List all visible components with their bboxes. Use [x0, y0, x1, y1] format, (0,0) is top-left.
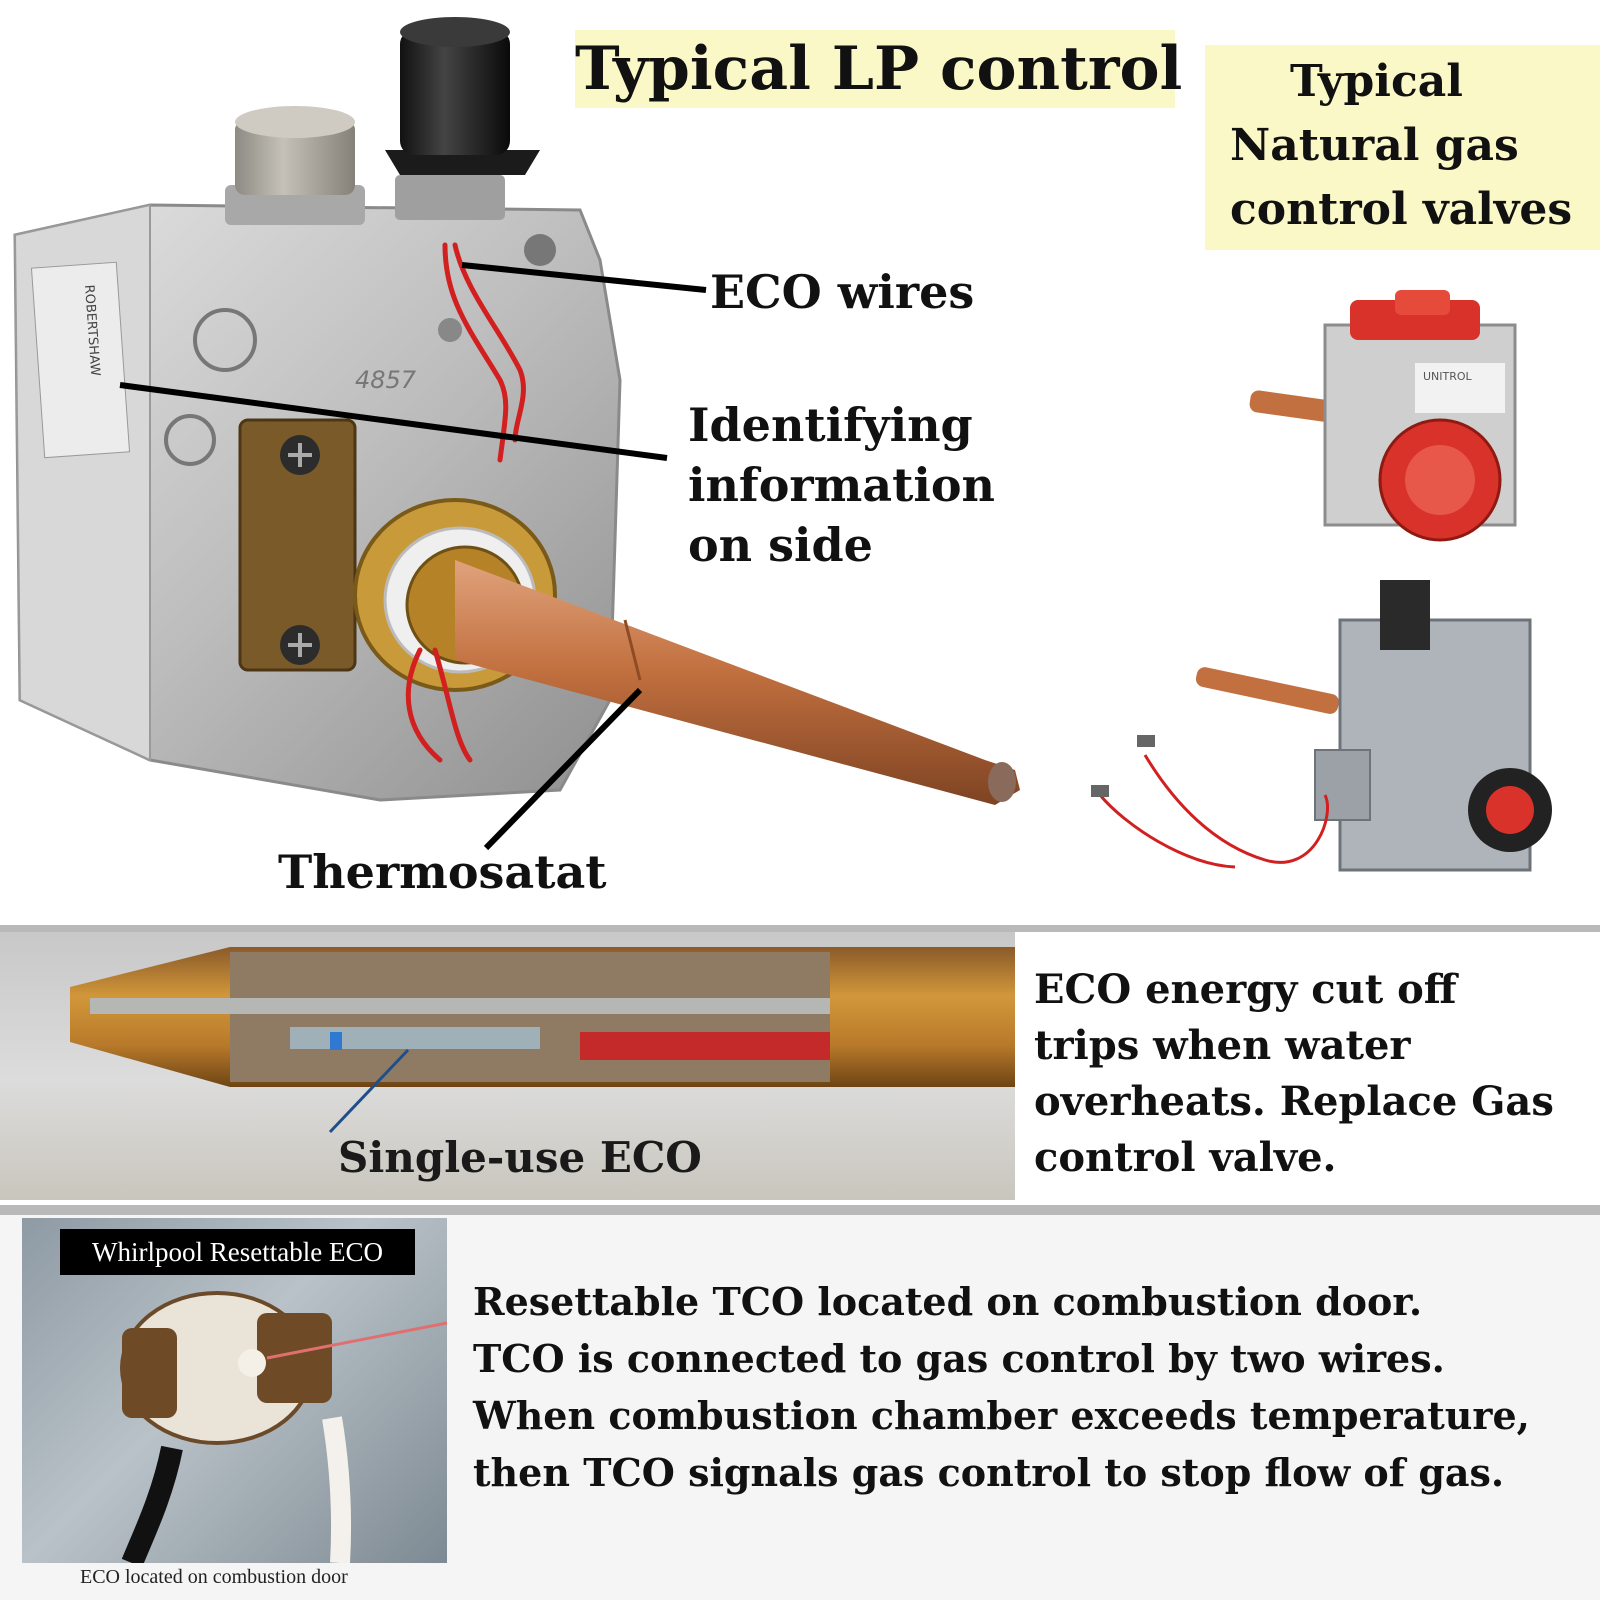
pilot-knob	[385, 17, 540, 220]
thermostat-label: Thermosatat	[278, 845, 607, 899]
identifying-line-2: information	[688, 458, 995, 512]
eco-wires	[405, 242, 526, 763]
robertshaw-brand-text: ROBERTSHAW	[81, 284, 102, 376]
tco-description-line-3: When combustion chamber exceeds temperat…	[473, 1393, 1530, 1438]
tco-description-line-1: Resettable TCO located on combustion doo…	[473, 1279, 1423, 1324]
tco-description-line-4: then TCO signals gas control to stop flo…	[473, 1450, 1505, 1495]
whirlpool-resettable-eco-tag: Whirlpool Resettable ECO	[60, 1229, 415, 1275]
natural-gas-valve-2	[1091, 580, 1552, 872]
single-use-eco-photo	[0, 932, 1015, 1200]
tco-description: Resettable TCO located on combustion doo…	[473, 1273, 1530, 1501]
identifying-line-3: on side	[688, 518, 873, 572]
eco-cutaway-illustration	[70, 947, 1015, 1134]
section-divider-2	[0, 1205, 1600, 1215]
lp-control-valve-illustration: 4857	[13, 17, 1020, 851]
eco-description-line-2: trips when water	[1034, 1022, 1411, 1069]
identifying-line-1: Identifying	[688, 398, 973, 452]
thermostat-probe	[353, 498, 1020, 805]
eco-description-line-4: control valve.	[1034, 1134, 1337, 1181]
section-divider-1	[0, 925, 1600, 932]
identifying-info-label: Identifying information on side	[688, 395, 995, 575]
eco-wires-label: ECO wires	[710, 265, 975, 319]
natural-gas-valve-1: UNITROL	[1249, 290, 1517, 542]
unitrol-brand-text: UNITROL	[1423, 370, 1473, 383]
single-use-eco-label: Single-use ECO	[338, 1133, 702, 1182]
robertshaw-side-label: ROBERTSHAW	[81, 284, 102, 376]
eco-description: ECO energy cut off trips when water over…	[1034, 962, 1554, 1186]
thermostat-bracket	[238, 418, 357, 672]
model-number-text: 4857	[355, 366, 417, 394]
natural-gas-title: Typical Natural gas control valves	[1205, 45, 1600, 250]
leader-lines	[119, 262, 707, 851]
tco-description-line-2: TCO is connected to gas control by two w…	[473, 1336, 1445, 1381]
eco-description-line-1: ECO energy cut off	[1034, 966, 1457, 1013]
natural-gas-title-line-3: control valves	[1230, 184, 1573, 235]
natural-gas-title-line-2: Natural gas	[1230, 120, 1519, 171]
lp-control-title: Typical LP control	[575, 30, 1182, 108]
eco-photo-caption: ECO located on combustion door	[80, 1566, 348, 1588]
natural-gas-title-line-1: Typical	[1290, 56, 1463, 107]
eco-description-line-3: overheats. Replace Gas	[1034, 1078, 1554, 1125]
resettable-eco-illustration	[120, 1291, 447, 1563]
whirlpool-eco-photo	[22, 1218, 447, 1563]
temperature-knob	[225, 106, 365, 225]
